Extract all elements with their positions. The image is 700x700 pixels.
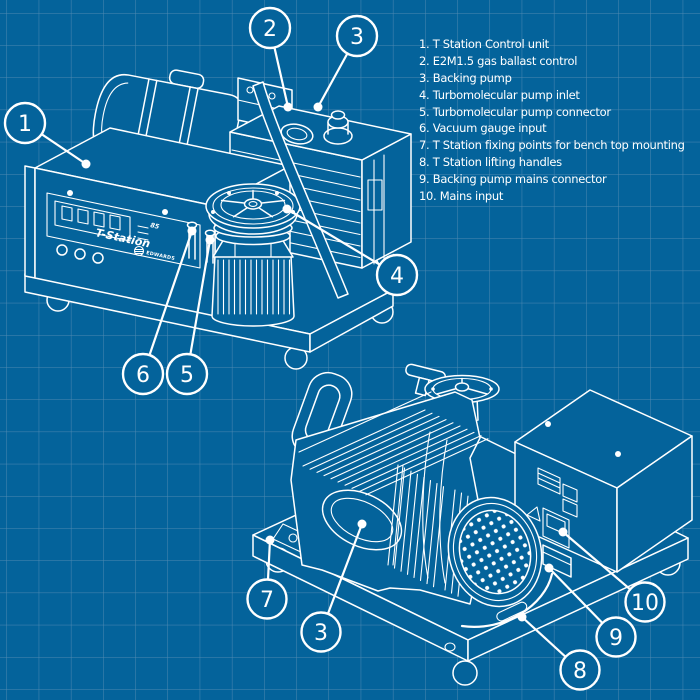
callout-3-top: 3 xyxy=(313,14,379,112)
warning-triangle-icon xyxy=(526,506,541,522)
callout-6-number: 6 xyxy=(136,363,150,388)
legend-item: 9. Backing pump mains connector xyxy=(419,172,607,187)
callout-7-target-dot xyxy=(265,535,275,545)
callout-5: 5 xyxy=(165,235,215,396)
carry-strap xyxy=(252,81,349,299)
callout-2-number: 2 xyxy=(263,17,277,42)
callout-5-number: 5 xyxy=(180,363,194,388)
pump-motor-body xyxy=(290,391,543,608)
callout-3-top-number: 3 xyxy=(350,25,364,50)
callout-8: 8 xyxy=(517,612,601,691)
callout-3-top-target-dot xyxy=(313,102,323,112)
callout-3-bottom-number: 3 xyxy=(314,621,328,646)
callout-10-target-dot xyxy=(558,527,568,537)
callout-1-number: 1 xyxy=(18,112,32,137)
inlet-guard-spokes xyxy=(220,189,286,218)
turbo-pump xyxy=(205,183,301,327)
callouts: 1 2 3 4 5 6 xyxy=(3,6,666,691)
t-station-assembly-illustration: T-Station 85 EDWARDS xyxy=(24,69,412,370)
panel-buttons xyxy=(56,244,104,264)
callout-10-number: 10 xyxy=(631,591,659,616)
backing-pump-illustration xyxy=(252,363,693,686)
turbo-body-fins xyxy=(217,259,291,315)
legend-item: 8. T Station lifting handles xyxy=(419,155,562,170)
callout-4-target-dot xyxy=(282,204,292,214)
lifting-handle-slot xyxy=(496,601,528,622)
callout-3-bottom-target-dot xyxy=(357,519,367,529)
callout-5-target-dot xyxy=(205,235,215,245)
callout-2-target-dot xyxy=(283,102,293,112)
callout-10: 10 xyxy=(558,527,666,623)
callout-6-target-dot xyxy=(187,226,197,236)
legend-item: 2. E2M1.5 gas ballast control xyxy=(419,53,578,68)
legend-item: 10. Mains input xyxy=(419,189,504,204)
callout-7: 7 xyxy=(246,535,288,620)
legend-item: 3. Backing pump xyxy=(419,70,512,85)
motor-end-cap xyxy=(447,496,543,608)
pump-oval-recess xyxy=(321,489,403,551)
callout-8-target-dot xyxy=(517,612,527,622)
legend-item: 6. Vacuum gauge input xyxy=(419,121,547,136)
callout-2: 2 xyxy=(248,6,293,112)
callout-9: 9 xyxy=(544,563,637,658)
callout-1: 1 xyxy=(3,101,91,169)
pump-top-fins xyxy=(298,391,489,496)
legend-item: 1. T Station Control unit xyxy=(419,37,549,51)
callout-7-number: 7 xyxy=(260,588,274,613)
mains-input-socket xyxy=(542,507,570,549)
gas-ballast-knob xyxy=(323,110,353,145)
exhaust-port xyxy=(280,123,314,145)
callout-9-target-dot xyxy=(544,563,554,573)
legend: 1. T Station Control unit 2. E2M1.5 gas … xyxy=(419,36,685,205)
t-station-label-sup: 85 xyxy=(150,221,161,231)
callout-8-number: 8 xyxy=(573,659,587,684)
callout-6: 6 xyxy=(121,226,197,396)
legend-item: 4. Turbomolecular pump inlet xyxy=(419,87,580,102)
callout-4-number: 4 xyxy=(390,264,404,289)
legend-item: 7. T Station fixing points for bench top… xyxy=(419,138,685,153)
turbo-inlet-flange xyxy=(205,183,301,235)
callout-9-number: 9 xyxy=(609,626,623,651)
front-panel xyxy=(46,192,201,269)
callout-4: 4 xyxy=(282,204,419,297)
display xyxy=(54,200,149,242)
mains-connector-plug xyxy=(542,544,572,578)
legend-item: 5. Turbomolecular pump connector xyxy=(419,104,611,119)
callout-1-target-dot xyxy=(81,159,91,169)
callout-3-bottom: 3 xyxy=(300,519,367,653)
control-box xyxy=(514,389,693,578)
